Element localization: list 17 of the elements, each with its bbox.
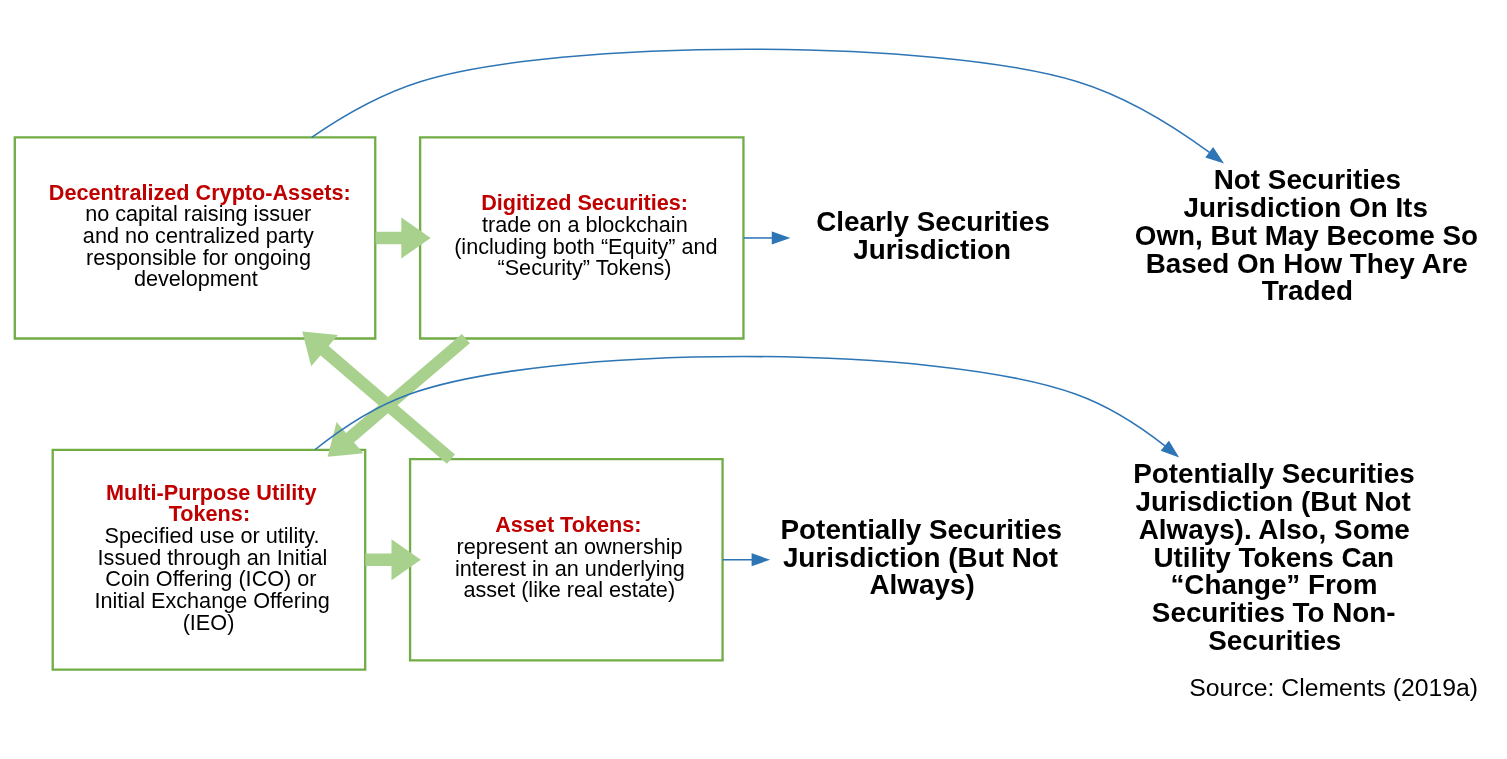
arrow xyxy=(314,355,1180,458)
node-box: Multi-Purpose Utility Tokens: Specified use or utility. Issued through an Initial Coin Offering (ICO) or Initial Exchange Offering (IEO) xyxy=(51,448,367,671)
node-text: Potentially Securities Jurisdiction (But Not Always) xyxy=(780,513,1063,601)
arrow xyxy=(375,217,431,259)
arrow xyxy=(742,231,791,245)
node-box: Decentralized Crypto-Assets: no capital raising issuer and no centralized party responsible for ongoing development xyxy=(13,136,377,340)
arrow xyxy=(721,553,771,567)
node-text: Potentially Securities Jurisdiction (But Not Always). Also, Some Utility Tokens Can “Change” From Securities To Non-Securities xyxy=(1133,458,1415,657)
arrow xyxy=(365,539,421,581)
node-text: Clearly Securities Jurisdiction xyxy=(816,205,1050,265)
node-text: Not Securities Jurisdiction On Its Own, But May Become So Based On How They Are Traded xyxy=(1134,164,1479,307)
arrow xyxy=(327,333,470,457)
caption: Source: Clements (2019a) xyxy=(1189,673,1479,701)
arrow xyxy=(310,48,1225,164)
arrow xyxy=(302,331,455,464)
node-box: Digitized Securities: trade on a blockchain (including both “Equity” and “Security” Tokens) xyxy=(418,136,745,340)
node-box: Asset Tokens: represent an ownership interest in an underlying asset (like real estate) xyxy=(408,458,724,662)
